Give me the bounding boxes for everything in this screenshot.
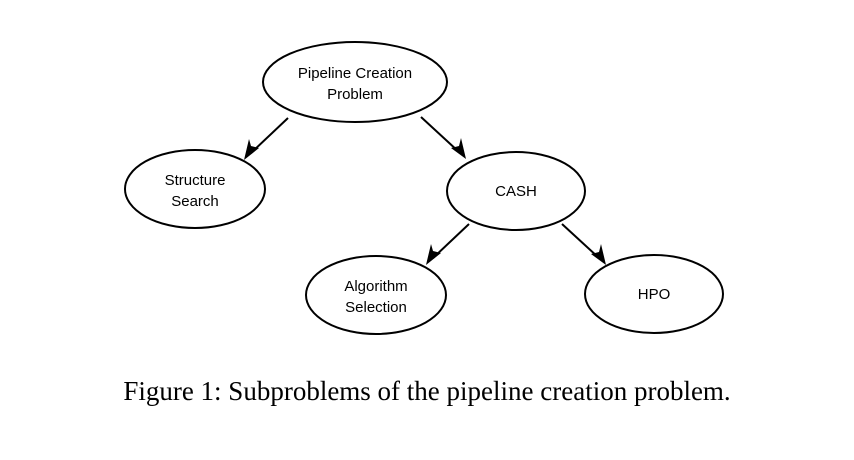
node-structure-search[interactable]: Structure Search <box>124 149 266 229</box>
edge-cash-to-hpo <box>561 223 606 265</box>
node-label-line2: Search <box>171 193 219 210</box>
arrow-head-icon <box>451 138 466 159</box>
node-shape[interactable] <box>262 41 448 123</box>
node-shape[interactable] <box>584 254 724 334</box>
node-label-line1: HPO <box>638 286 671 303</box>
edge-cash-to-algorithm-selection <box>426 223 470 265</box>
node-shape[interactable] <box>124 149 266 229</box>
node-label-line2: Problem <box>327 86 383 103</box>
arrow-head-icon <box>244 139 259 160</box>
node-hpo[interactable]: HPO <box>584 254 724 334</box>
node-label-line1: Pipeline Creation <box>298 65 412 82</box>
edge-line <box>250 117 289 154</box>
node-shape[interactable] <box>446 151 586 231</box>
diagram-canvas: Pipeline Creation Problem Structure Sear… <box>124 41 724 335</box>
node-algorithm-selection[interactable]: Algorithm Selection <box>305 255 447 335</box>
arrow-head-icon <box>591 244 606 265</box>
node-label-line2: Selection <box>345 299 407 316</box>
edge-line <box>420 116 460 153</box>
edge-line <box>561 223 600 259</box>
node-cash[interactable]: CASH <box>446 151 586 231</box>
node-label-line1: CASH <box>495 183 537 200</box>
arrow-head-icon <box>426 244 441 265</box>
node-label-line1: Structure <box>165 172 226 189</box>
node-label-line1: Algorithm <box>344 278 407 295</box>
edge-group <box>244 116 606 265</box>
node-pipeline-creation-problem[interactable]: Pipeline Creation Problem <box>262 41 448 123</box>
figure-caption: Figure 1: Subproblems of the pipeline cr… <box>123 376 731 406</box>
edge-line <box>432 223 470 259</box>
edge-pipeline-creation-problem-to-cash <box>420 116 466 159</box>
edge-pipeline-creation-problem-to-structure-search <box>244 117 289 160</box>
node-shape[interactable] <box>305 255 447 335</box>
